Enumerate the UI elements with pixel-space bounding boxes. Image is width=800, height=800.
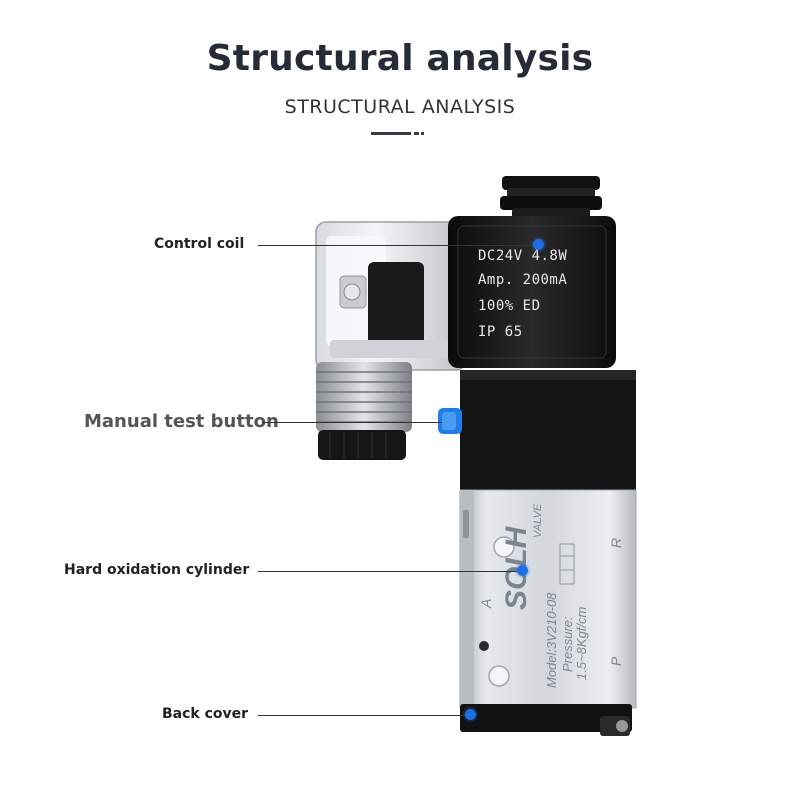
leader-manual-test-button: [262, 422, 442, 423]
leader-control-coil: [258, 245, 538, 246]
callout-hard-oxidation-cylinder: Hard oxidation cylinder: [64, 562, 250, 578]
coil-rating-current: Amp. 200mA: [478, 272, 568, 288]
title-rule: [371, 132, 411, 135]
title-rule-dot: [421, 132, 424, 135]
leader-back-cover: [258, 715, 468, 716]
port-a-mark: A: [478, 598, 494, 608]
leader-hard-oxidation-cylinder: [258, 571, 522, 572]
coil-rating-voltage: DC24V 4.8W: [478, 248, 568, 264]
page-subtitle: STRUCTURAL ANALYSIS: [284, 96, 516, 118]
coil-rating-ip: IP 65: [478, 324, 523, 340]
callout-manual-test-button: Manual test button: [84, 411, 279, 432]
callout-control-coil: Control coil: [154, 236, 245, 252]
port-p-mark: P: [608, 656, 624, 666]
page-title: Structural analysis: [206, 38, 594, 79]
valve-mark: VALVE: [532, 503, 544, 538]
port-r-mark: R: [608, 537, 624, 548]
model-mark: Model:3V210-08: [544, 592, 559, 688]
callout-back-cover: Back cover: [162, 706, 249, 722]
pressure-mark: Pressure:: [560, 616, 575, 672]
marker-control-coil: [533, 239, 544, 250]
marker-back-cover: [465, 709, 476, 720]
pressure-range-mark: 1.5~8Kgf/cm: [574, 606, 589, 680]
marker-hard-oxidation-cylinder: [517, 565, 528, 576]
title-rule-dot: [414, 132, 419, 135]
coil-rating-duty: 100% ED: [478, 298, 541, 314]
